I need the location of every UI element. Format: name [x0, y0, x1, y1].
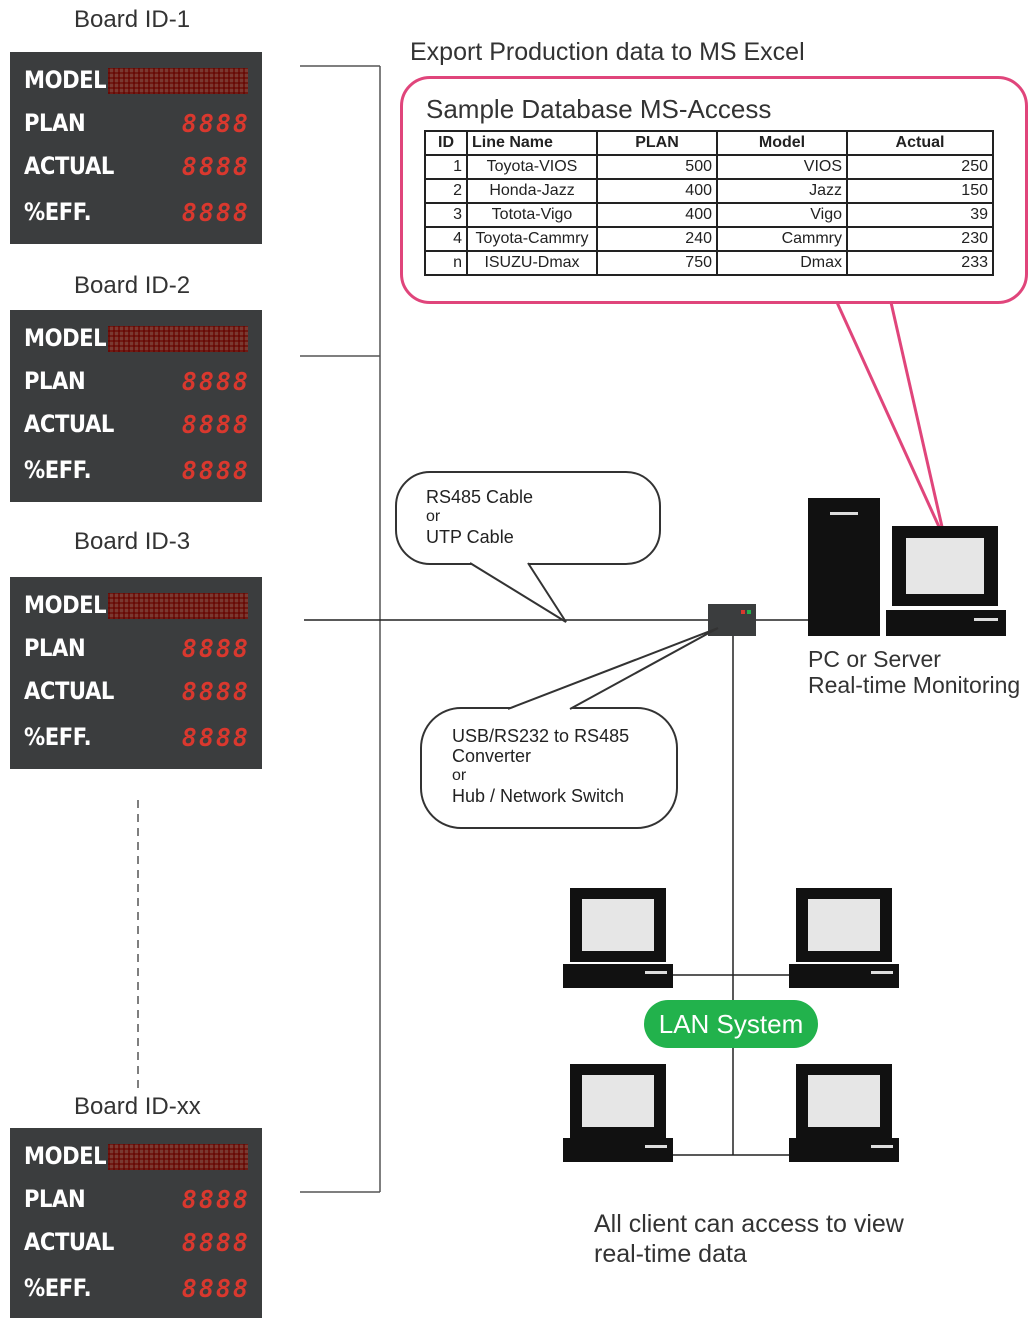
cell-actual: 150 [846, 178, 994, 204]
cell-plan: 500 [596, 154, 718, 180]
cell-actual: 233 [846, 250, 994, 276]
eff-digits: 8888 [181, 456, 250, 485]
actual-digits: 8888 [181, 152, 250, 181]
cell-line-name: Totota-Vigo [466, 202, 598, 228]
client-label-line1: All client can access to view [594, 1210, 904, 1238]
row-actual-label: ACTUAL [24, 152, 114, 180]
model-led-strip [108, 593, 248, 619]
row-actual-label: ACTUAL [24, 1228, 114, 1256]
cell-model: VIOS [716, 154, 848, 180]
column-header: Line Name [466, 130, 598, 156]
table-row: 1 Toyota-VIOS 500 VIOS 250 [424, 154, 994, 180]
table-row: 3 Totota-Vigo 400 Vigo 39 [424, 202, 994, 228]
cell-id: 1 [424, 154, 468, 180]
row-eff-label: %EFF. [24, 456, 92, 484]
row-model-label: MODEL [24, 66, 107, 94]
actual-digits: 8888 [181, 1228, 250, 1257]
pc-label-line1: PC or Server [808, 646, 941, 672]
cable-bubble-line1: RS485 Cable [426, 487, 534, 507]
column-header: Model [716, 130, 848, 156]
cell-model: Vigo [716, 202, 848, 228]
model-led-strip [108, 68, 248, 94]
row-plan-label: PLAN [24, 634, 86, 662]
eff-digits: 8888 [181, 198, 250, 227]
table-row: 2 Honda-Jazz 400 Jazz 150 [424, 178, 994, 204]
cell-actual: 250 [846, 154, 994, 180]
client-computer-icon [789, 1064, 899, 1162]
table-header-row: ID Line Name PLAN Model Actual [424, 130, 994, 156]
actual-digits: 8888 [181, 410, 250, 439]
row-actual-label: ACTUAL [24, 677, 114, 705]
led-display-board: MODEL PLAN 8888 ACTUAL 8888 %EFF. 8888 [10, 577, 262, 769]
database-table: ID Line Name PLAN Model Actual 1 Toyota-… [424, 130, 994, 276]
row-plan-label: PLAN [24, 1185, 86, 1213]
cell-actual: 39 [846, 202, 994, 228]
row-eff-label: %EFF. [24, 1274, 92, 1302]
cell-id: n [424, 250, 468, 276]
lan-system-badge: LAN System [644, 1000, 818, 1048]
plan-digits: 8888 [181, 109, 250, 138]
pc-label-line2: Real-time Monitoring [808, 672, 1021, 698]
plan-digits: 8888 [181, 1185, 250, 1214]
cell-id: 3 [424, 202, 468, 228]
actual-digits: 8888 [181, 677, 250, 706]
led-display-board: MODEL PLAN 8888 ACTUAL 8888 %EFF. 8888 [10, 310, 262, 502]
cell-line-name: Toyota-VIOS [466, 154, 598, 180]
board-title: Board ID-3 [74, 528, 191, 555]
column-header: ID [424, 130, 468, 156]
led-display-board: MODEL PLAN 8888 ACTUAL 8888 %EFF. 8888 [10, 1128, 262, 1318]
board-title: Board ID-1 [74, 6, 191, 33]
converter-bubble-line1: USB/RS232 to RS485 [452, 726, 630, 746]
cell-plan: 400 [596, 178, 718, 204]
eff-digits: 8888 [181, 1274, 250, 1303]
board-title: Board ID-xx [74, 1093, 201, 1120]
client-computer-icon [789, 888, 899, 988]
cell-model: Cammry [716, 226, 848, 252]
board-title: Board ID-2 [74, 272, 191, 299]
cell-model: Dmax [716, 250, 848, 276]
plan-digits: 8888 [181, 634, 250, 663]
cell-plan: 240 [596, 226, 718, 252]
cell-id: 2 [424, 178, 468, 204]
eff-digits: 8888 [181, 723, 250, 752]
converter-bubble-line3: or [452, 767, 467, 784]
column-header: Actual [846, 130, 994, 156]
table-row: 4 Toyota-Cammry 240 Cammry 230 [424, 226, 994, 252]
row-plan-label: PLAN [24, 109, 86, 137]
model-led-strip [108, 326, 248, 352]
hub-icon [708, 604, 756, 636]
row-model-label: MODEL [24, 591, 107, 619]
cell-plan: 400 [596, 202, 718, 228]
cell-plan: 750 [596, 250, 718, 276]
client-computer-icon [563, 888, 673, 988]
model-led-strip [108, 1144, 248, 1170]
cell-line-name: Honda-Jazz [466, 178, 598, 204]
table-row: n ISUZU-Dmax 750 Dmax 233 [424, 250, 994, 276]
led-display-board: MODEL PLAN 8888 ACTUAL 8888 %EFF. 8888 [10, 52, 262, 244]
plan-digits: 8888 [181, 367, 250, 396]
cable-bubble-line2: or [426, 508, 441, 525]
client-label-line2: real-time data [594, 1240, 747, 1268]
row-eff-label: %EFF. [24, 198, 92, 226]
cell-actual: 230 [846, 226, 994, 252]
database-title: Sample Database MS-Access [426, 94, 772, 124]
converter-bubble-line2: Converter [452, 746, 532, 766]
server-tower-icon [808, 498, 880, 636]
converter-bubble-line4: Hub / Network Switch [452, 786, 625, 806]
monitor-icon [886, 526, 1006, 636]
export-label: Export Production data to MS Excel [410, 38, 805, 66]
row-actual-label: ACTUAL [24, 410, 114, 438]
cell-line-name: Toyota-Cammry [466, 226, 598, 252]
row-plan-label: PLAN [24, 367, 86, 395]
cable-bubble-line3: UTP Cable [426, 527, 514, 547]
cell-line-name: ISUZU-Dmax [466, 250, 598, 276]
row-model-label: MODEL [24, 324, 107, 352]
row-eff-label: %EFF. [24, 723, 92, 751]
cell-model: Jazz [716, 178, 848, 204]
column-header: PLAN [596, 130, 718, 156]
row-model-label: MODEL [24, 1142, 107, 1170]
client-computer-icon [563, 1064, 673, 1162]
cell-id: 4 [424, 226, 468, 252]
